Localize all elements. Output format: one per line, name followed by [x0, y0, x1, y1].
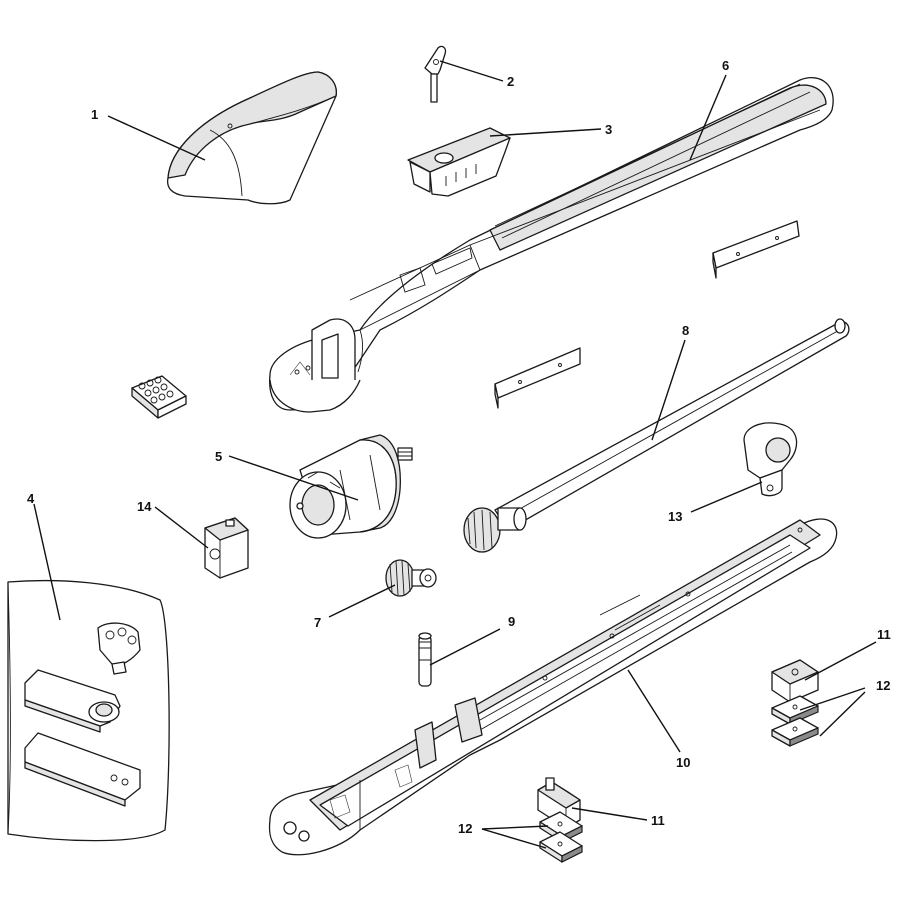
- part-11-block-bottom: [537, 777, 581, 829]
- part-13-fork-bracket: [743, 422, 798, 497]
- terminal-block: [131, 375, 187, 419]
- part-14-component: [204, 517, 249, 579]
- leader-5: [228, 455, 359, 501]
- leader-9: [429, 628, 501, 666]
- part-6-housing-cover: [269, 77, 834, 413]
- callout-14: 14: [137, 499, 152, 514]
- callout-1: 1: [91, 107, 98, 122]
- callout-11b: 11: [651, 813, 665, 828]
- leader-1: [107, 115, 206, 161]
- callout-5: 5: [215, 449, 222, 464]
- callout-2: 2: [507, 74, 514, 89]
- bracket-plate-center: [494, 347, 581, 409]
- callout-8: 8: [682, 323, 689, 338]
- leader-11a: [804, 641, 877, 681]
- leader-12a-upper: [799, 687, 866, 711]
- callout-7: 7: [314, 615, 321, 630]
- part-9-pin: [418, 632, 432, 687]
- callout-6: 6: [722, 58, 729, 73]
- part-8-worm-screw: [463, 318, 850, 553]
- part-12-plates-bottom: [539, 811, 583, 863]
- leader-12b-lower: [481, 828, 547, 849]
- leader-13: [690, 481, 763, 513]
- callout-3: 3: [605, 122, 612, 137]
- callout-4: 4: [27, 491, 35, 506]
- leader-4: [33, 503, 61, 621]
- leader-3: [489, 128, 602, 137]
- callout-12a: 12: [876, 678, 890, 693]
- callout-11a: 11: [877, 627, 891, 642]
- part-3-release-lever: [407, 127, 511, 197]
- part-4-bracket-kit: [7, 579, 170, 842]
- leader-6: [689, 74, 727, 161]
- leader-2: [439, 60, 504, 82]
- part-2-key: [424, 45, 447, 103]
- bracket-plate-right: [712, 220, 800, 279]
- part-7-pinion-gear: [385, 559, 437, 597]
- callout-12b: 12: [458, 821, 472, 836]
- leader-10: [627, 669, 681, 753]
- leader-14: [154, 506, 209, 549]
- callout-10: 10: [676, 755, 690, 770]
- part-5-motor: [289, 434, 413, 539]
- callout-9: 9: [508, 614, 515, 629]
- part-12-plates-right: [771, 695, 819, 747]
- leader-11b: [571, 807, 648, 821]
- callout-13: 13: [668, 509, 682, 524]
- leader-lines: [33, 60, 877, 849]
- leader-7: [328, 584, 396, 618]
- part-10-base-housing: [268, 518, 838, 856]
- part-1-end-cap: [166, 71, 337, 205]
- part-11-block-right: [771, 659, 819, 703]
- leader-12a-lower: [819, 691, 866, 737]
- callout-numbers: 1 2 3 6 5 14 8 13 7 9 10 4 11 12 11 12: [27, 58, 891, 836]
- leader-8: [651, 339, 686, 441]
- leader-12b-upper: [481, 825, 549, 830]
